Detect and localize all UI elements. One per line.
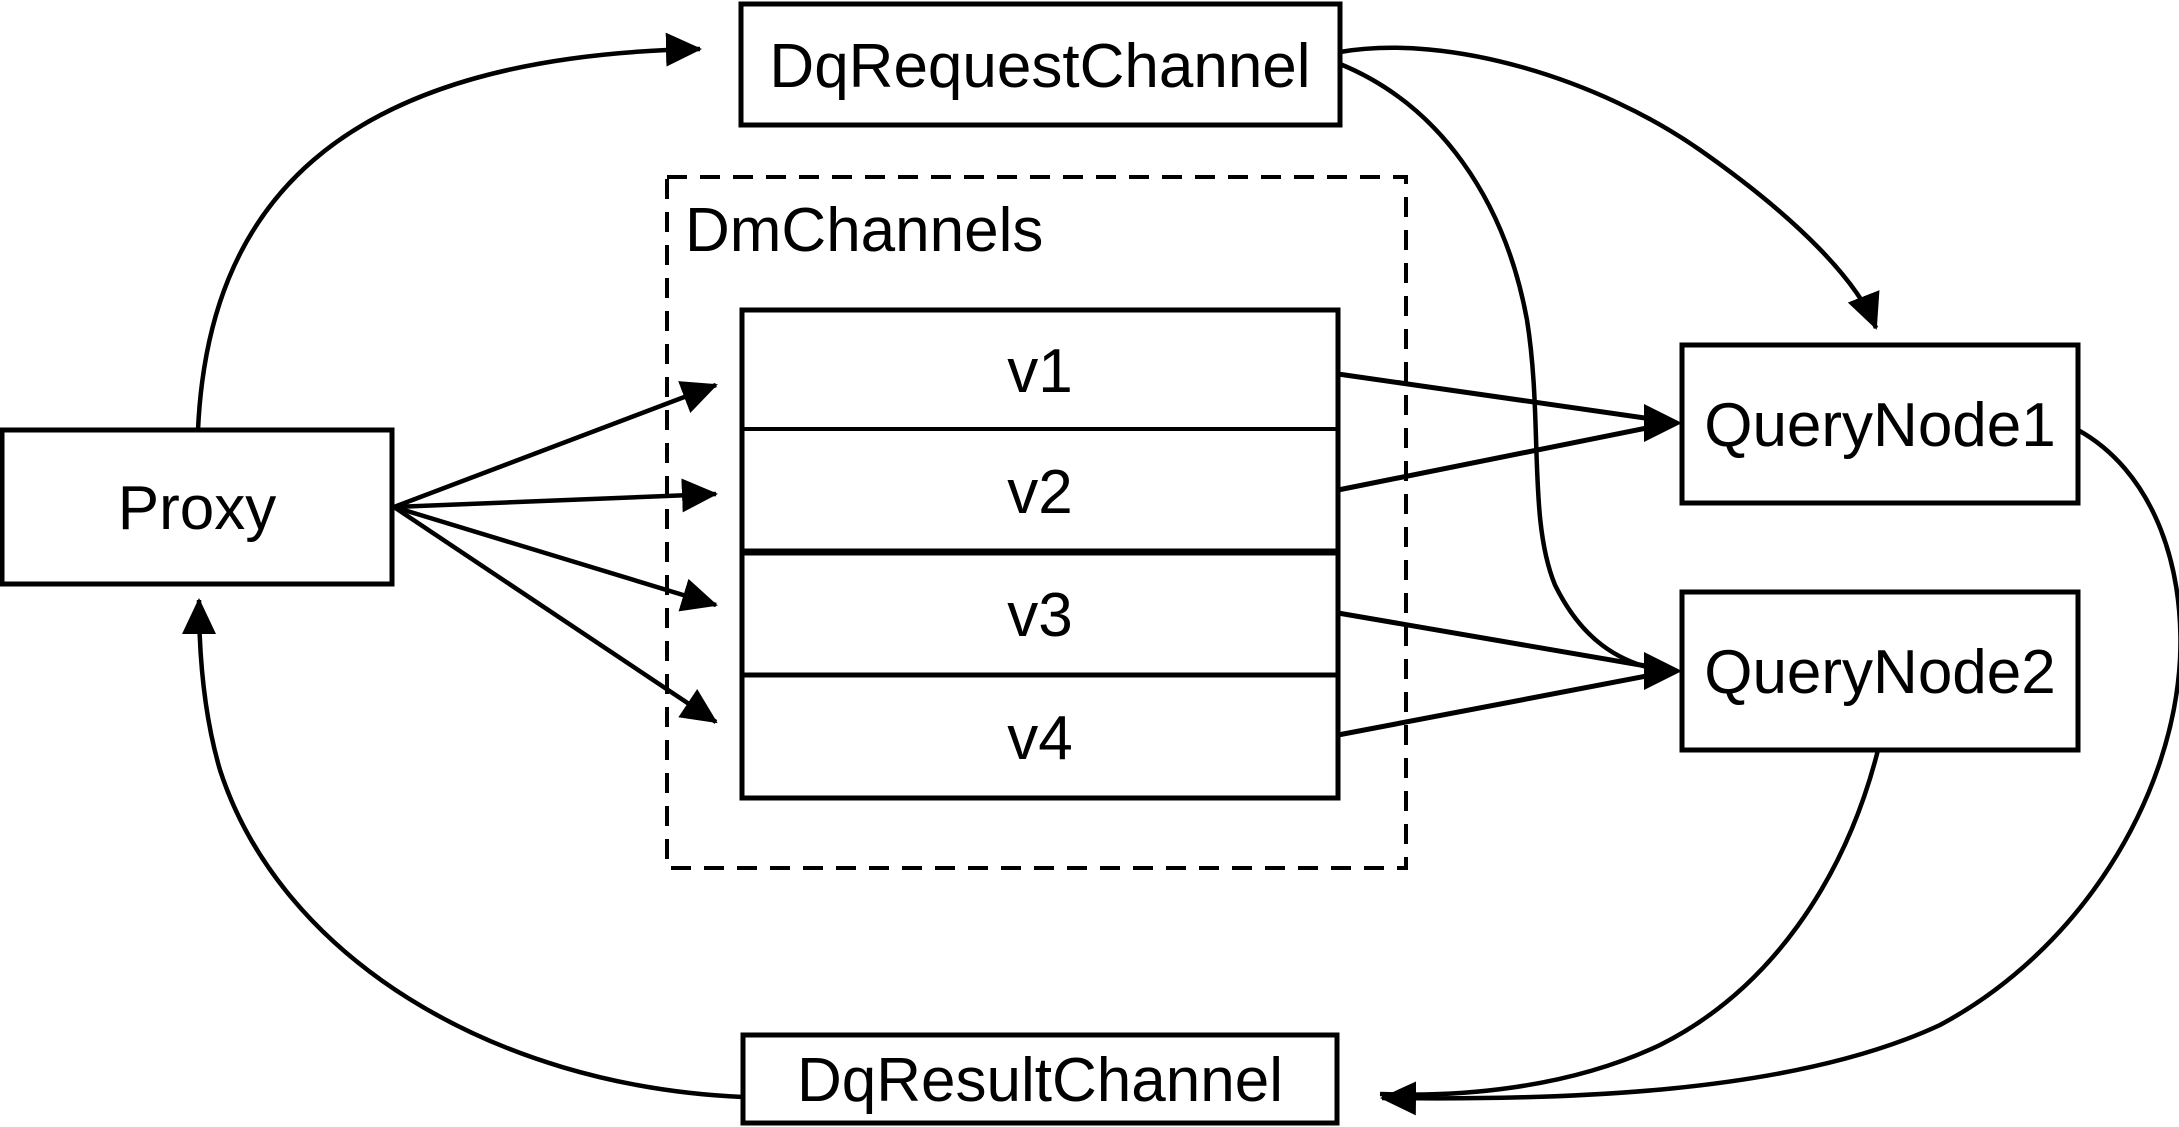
arrow-proxy-to-v4 <box>392 505 718 724</box>
node-channel-stack: v1 v2 v3 v4 <box>739 307 1341 801</box>
node-querynode2: QueryNode2 <box>1679 589 2081 753</box>
arrow-proxy-to-v3 <box>393 504 718 612</box>
dqresultchannel-box <box>740 1032 1340 1126</box>
arrow-dqrequestchannel-to-querynode1 <box>1339 45 1880 330</box>
arrow-v4-to-querynode2 <box>1337 672 1653 738</box>
arrow-proxy-to-v1 <box>393 381 718 510</box>
channel-v2-label: v2 <box>1007 458 1072 527</box>
proxy-box <box>0 427 395 587</box>
arrow-v2-to-querynode1 <box>1337 424 1653 493</box>
arrow-dqrequestchannel-to-querynode2 <box>1339 61 1651 671</box>
dqresultchannel-label: DqResultChannel <box>797 1046 1283 1115</box>
dmchannels-dashed-border <box>665 175 1408 870</box>
proxy-label: Proxy <box>118 474 276 543</box>
querynode1-box <box>1679 342 2081 506</box>
channel-v3-label: v3 <box>1007 581 1072 650</box>
dqrequestchannel-box <box>738 1 1343 128</box>
arrowhead-querynode1-left <box>1644 404 1682 442</box>
arrow-proxy-to-v2 <box>393 478 718 513</box>
arrow-proxy-to-dqrequestchannel <box>195 32 702 431</box>
arrow-querynode2-to-dqresultchannel <box>1379 749 1881 1097</box>
querynode2-box <box>1679 589 2081 753</box>
group-dmchannels: DmChannels <box>665 175 1408 870</box>
dqrequestchannel-label: DqRequestChannel <box>769 32 1310 101</box>
dmchannels-label: DmChannels <box>685 196 1043 265</box>
arrowhead-querynode2-left <box>1644 652 1682 690</box>
node-querynode1: QueryNode1 <box>1679 342 2081 506</box>
arrow-v1-to-querynode1 <box>1337 371 1653 422</box>
channel-v1-label: v1 <box>1007 337 1072 406</box>
edges <box>182 32 2179 1116</box>
channel-v4-label: v4 <box>1007 704 1072 773</box>
arrow-dqresultchannel-to-proxy <box>182 598 744 1100</box>
node-dqresultchannel: DqResultChannel <box>740 1032 1340 1126</box>
querynode2-label: QueryNode2 <box>1704 638 2056 707</box>
arrow-querynode1-to-dqresultchannel <box>1380 428 2179 1116</box>
arrow-v3-to-querynode2 <box>1337 610 1653 670</box>
node-dqrequestchannel: DqRequestChannel <box>738 1 1343 128</box>
querynode1-label: QueryNode1 <box>1704 391 2056 460</box>
node-proxy: Proxy <box>0 427 395 587</box>
